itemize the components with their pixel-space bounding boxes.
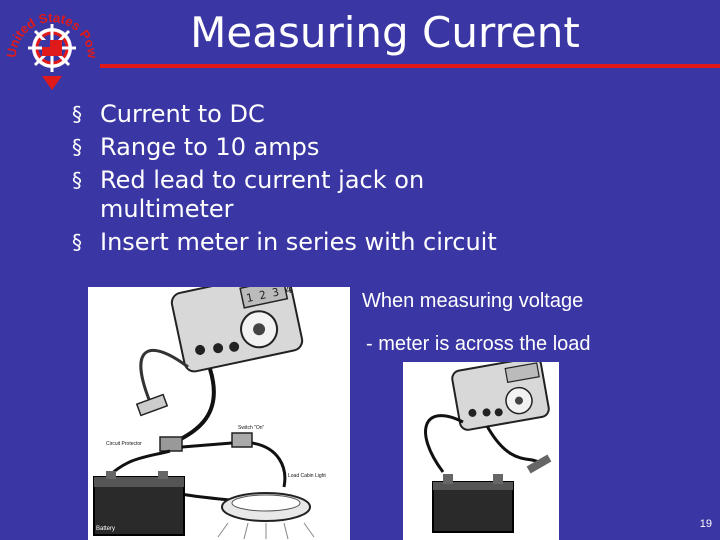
current-measurement-illustration: 1 2 3 4 Circuit Protector Switch "On" Ba… xyxy=(88,287,350,540)
bullet-marker: § xyxy=(72,168,82,192)
bullet-item: § Current to DC xyxy=(72,100,672,129)
usps-logo-graphic: United States Power Squadrons xyxy=(0,0,100,90)
voltage-caption: When measuring voltage xyxy=(362,290,584,312)
voltage-measurement-illustration xyxy=(403,362,559,540)
load-label: Load Cabin Light xyxy=(288,473,326,479)
bullet-item: § Range to 10 amps xyxy=(72,133,672,162)
switch-label: Switch "On" xyxy=(238,425,265,431)
bullet-list: § Current to DC § Range to 10 amps § Red… xyxy=(72,100,672,261)
bullet-text: Red lead to current jack on multimeter xyxy=(100,166,425,223)
usps-logo: United States Power Squadrons xyxy=(0,0,102,96)
bullet-item: § Insert meter in series with circuit xyxy=(72,228,672,257)
page-number: 19 xyxy=(699,518,712,530)
bullet-marker: § xyxy=(72,102,82,126)
title-divider xyxy=(100,64,720,68)
battery-label: Battery xyxy=(96,526,115,532)
bullet-item: § Red lead to current jack on multimeter xyxy=(72,166,440,224)
bullet-text: Insert meter in series with circuit xyxy=(100,228,497,256)
circuit-protector-label: Circuit Protector xyxy=(106,441,142,447)
bullet-marker: § xyxy=(72,230,82,254)
parallel-meter-drawing xyxy=(424,362,552,533)
bullet-marker: § xyxy=(72,135,82,159)
series-circuit-drawing: 1 2 3 4 Circuit Protector Switch "On" Ba… xyxy=(93,287,326,540)
slide-title: Measuring Current xyxy=(190,8,580,57)
across-load-caption: - meter is across the load xyxy=(366,333,591,355)
bullet-text: Current to DC xyxy=(100,100,265,128)
bullet-text: Range to 10 amps xyxy=(100,133,320,161)
